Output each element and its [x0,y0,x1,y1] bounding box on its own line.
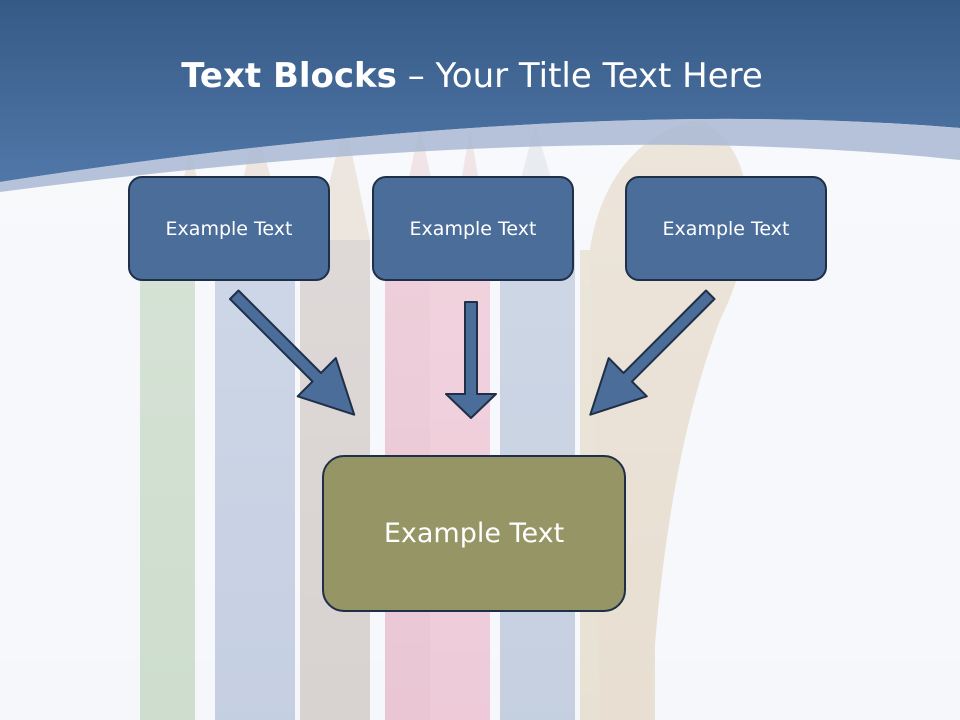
slide-title: Text Blocks – Your Title Text Here [0,54,944,98]
top-block-2-label: Example Text [409,217,537,240]
top-block-3-label: Example Text [662,217,790,240]
title-bold-part: Text Blocks [181,56,397,96]
result-block-label: Example Text [383,518,565,549]
top-block-1-label: Example Text [165,217,293,240]
title-dash: – [396,56,436,96]
top-block-3: Example Text [625,176,827,281]
result-block: Example Text [322,455,626,612]
title-rest: Your Title Text Here [435,56,763,96]
top-block-2: Example Text [372,176,574,281]
header-band [0,0,960,182]
arrow-center-down [445,301,497,419]
header-curve-accent [0,118,960,192]
arrow-right-diagonal [589,289,716,416]
arrow-left-diagonal [229,289,356,416]
top-block-1: Example Text [128,176,330,281]
